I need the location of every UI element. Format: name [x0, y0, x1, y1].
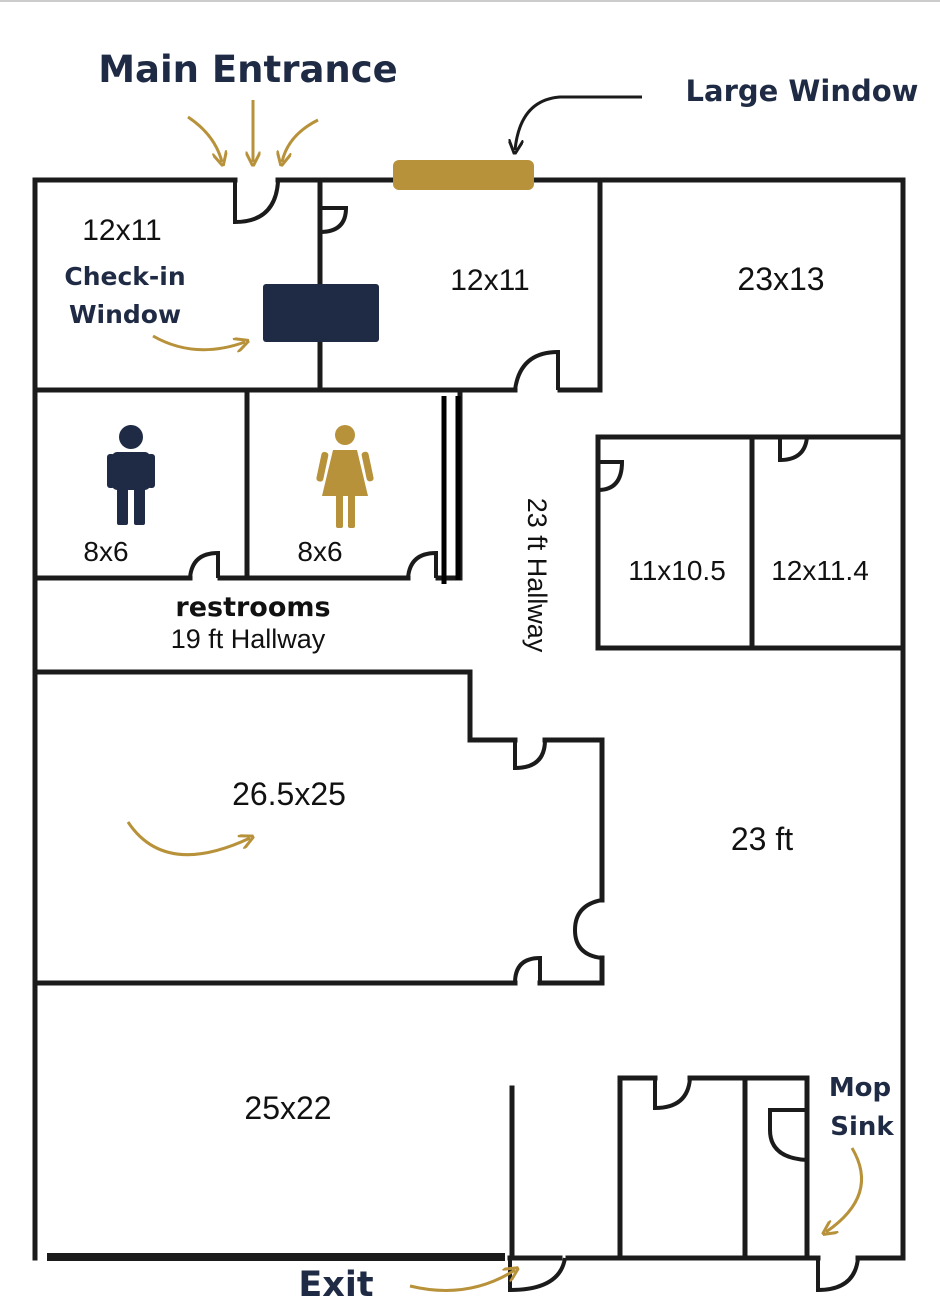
room-label-office-top-right: 23x13	[737, 261, 824, 297]
main-entrance-label: Main Entrance	[98, 48, 398, 91]
door-large-room-top	[513, 739, 547, 771]
room-label-large-room: 26.5x25	[232, 776, 346, 812]
woman-restroom-icon	[316, 425, 374, 528]
door-large-room-side	[572, 898, 603, 960]
large-window-bar	[393, 160, 534, 190]
room-label-restroom-men: 8x6	[83, 536, 128, 567]
arrows	[126, 95, 864, 1292]
room-label-office-small-a: 11x10.5	[628, 555, 726, 586]
door-women-restroom	[406, 550, 438, 579]
exit-label: Exit	[298, 1265, 373, 1300]
hallway-19-label: 19 ft Hallway	[171, 624, 326, 654]
large-room-arrow	[126, 821, 250, 857]
door-office-small-b	[778, 436, 809, 463]
restrooms-label: restrooms	[175, 592, 330, 623]
mop-sink-arrow	[826, 1147, 864, 1232]
entrance-arrow-left	[187, 115, 222, 162]
room-label-office-small-b: 12x11.4	[771, 555, 869, 586]
door-closet-a	[653, 1077, 692, 1111]
door-reception-office	[319, 206, 349, 234]
door-closet-mop	[768, 1108, 808, 1162]
door-men-restroom	[188, 550, 220, 579]
wall-large-room	[32, 669, 605, 986]
entrance-arrow-right	[282, 118, 319, 162]
check-in-label-line2: Window	[69, 300, 181, 329]
hallway-divider	[441, 396, 461, 584]
room-label-bottom-room: 25x22	[244, 1090, 331, 1126]
check-in-label-line1: Check-in	[64, 262, 185, 291]
door-swings	[188, 180, 860, 1293]
main-entrance-door	[233, 180, 280, 225]
exit-door	[508, 1257, 567, 1293]
door-center-office	[513, 349, 560, 391]
hallway-23-label: 23 ft Hallway	[522, 498, 552, 653]
door-bottom-right	[816, 1257, 860, 1293]
door-office-small-a	[597, 460, 625, 492]
walls	[32, 177, 906, 1261]
check-in-arrow	[152, 334, 245, 350]
room-label-right-area: 23 ft	[731, 821, 793, 857]
large-window-arrow	[515, 95, 642, 150]
check-in-window-block	[263, 284, 379, 342]
wall-utility-closets	[617, 1075, 810, 1261]
large-window-label: Large Window	[686, 74, 919, 108]
room-label-reception: 12x11	[82, 214, 162, 247]
room-label-office-center: 12x11	[450, 264, 530, 297]
mop-sink-label-line2: Sink	[830, 1112, 894, 1142]
man-restroom-icon	[107, 425, 155, 525]
mop-sink-label-line1: Mop	[829, 1073, 891, 1103]
exit-arrow	[409, 1270, 515, 1292]
door-large-room-bottom	[513, 955, 542, 984]
wall-small-offices	[595, 434, 906, 651]
room-label-restroom-women: 8x6	[297, 536, 342, 567]
